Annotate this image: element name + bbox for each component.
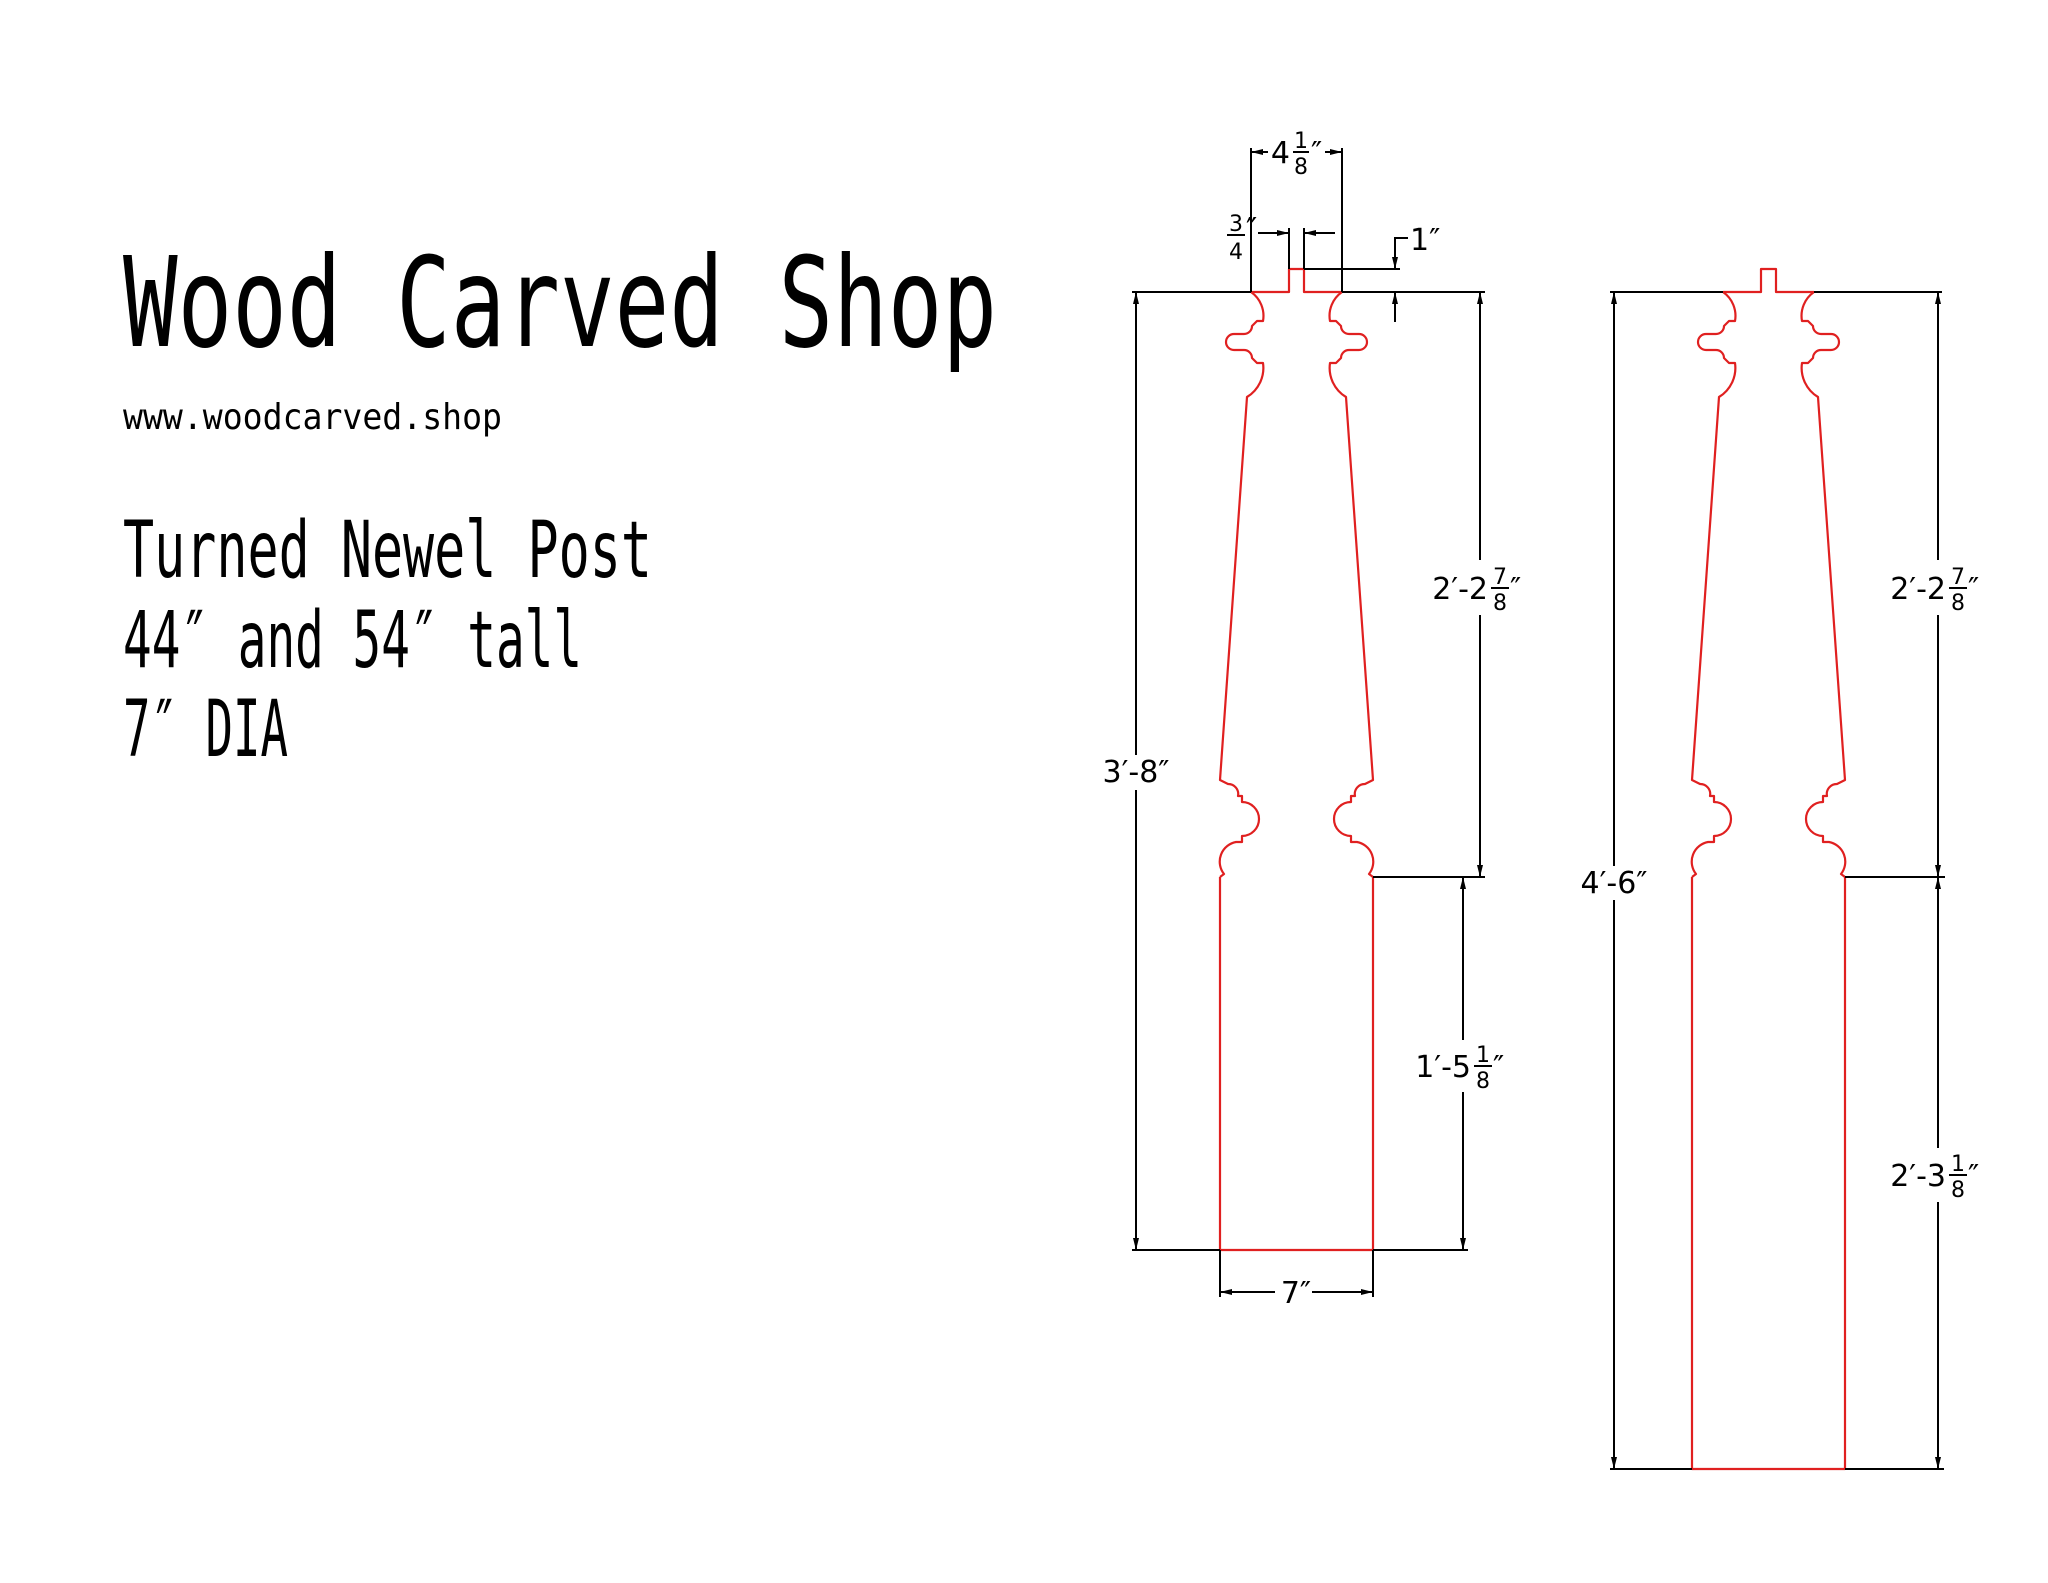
post-54-overall-height: 4′-6″ [1580, 866, 1647, 901]
svg-text:1: 1 [1294, 129, 1308, 154]
svg-text:8: 8 [1951, 1178, 1965, 1203]
cap-top-width: 4 1 8 ″ [1271, 129, 1322, 180]
shop-title: Wood Carved Shop [123, 231, 997, 376]
svg-text:8: 8 [1294, 155, 1308, 180]
svg-text:″: ″ [1968, 572, 1979, 607]
svg-text:4: 4 [1271, 136, 1290, 171]
post-44-overall-height: 3′-8″ [1102, 755, 1169, 790]
svg-text:8: 8 [1493, 591, 1507, 616]
svg-text:8: 8 [1951, 591, 1965, 616]
svg-text:2′-2: 2′-2 [1890, 572, 1946, 607]
svg-text:7: 7 [1951, 565, 1965, 590]
svg-text:″: ″ [1493, 1050, 1504, 1085]
post-44-lower-height: 1′-5 1 8 ″ [1415, 1043, 1504, 1094]
shop-url[interactable]: www.woodcarved.shop [123, 397, 502, 438]
svg-text:″: ″ [1510, 572, 1521, 607]
svg-text:1: 1 [1951, 1152, 1965, 1177]
post-44-profile [1218, 267, 1375, 1252]
product-name: Turned Newel Post [123, 506, 652, 596]
svg-text:″: ″ [1968, 1159, 1979, 1194]
svg-text:4: 4 [1229, 240, 1243, 265]
svg-text:3: 3 [1229, 212, 1243, 237]
product-heights: 44″ and 54″ tall [123, 596, 582, 686]
svg-text:7: 7 [1493, 565, 1507, 590]
tenon-height: 1″ [1410, 223, 1440, 258]
product-diameter: 7″ DIA [123, 685, 288, 775]
svg-text:1′-5: 1′-5 [1415, 1050, 1471, 1085]
post-diameter: 7″ [1281, 1276, 1311, 1311]
post-44-dimensions: 3′-8″ 2′-2 7 8 ″ 1′-5 1 8 ″ 7″ 4 [1102, 129, 1521, 1311]
svg-text:2′-2: 2′-2 [1432, 572, 1488, 607]
post-54-dimensions: 4′-6″ 2′-2 7 8 ″ 2′-3 1 8 ″ [1580, 291, 1979, 1470]
post-54-upper-height: 2′-2 7 8 ″ [1890, 565, 1979, 616]
tenon-width: 3 4 ″ [1227, 212, 1257, 265]
svg-text:2′-3: 2′-3 [1890, 1159, 1946, 1194]
post-54-lower-height: 2′-3 1 8 ″ [1890, 1152, 1979, 1203]
svg-text:8: 8 [1476, 1069, 1490, 1094]
post-44-upper-height: 2′-2 7 8 ″ [1432, 565, 1521, 616]
svg-text:″: ″ [1311, 136, 1322, 171]
svg-text:″: ″ [1246, 212, 1257, 247]
svg-text:1: 1 [1476, 1043, 1490, 1068]
post-54-profile [1690, 267, 1847, 1471]
